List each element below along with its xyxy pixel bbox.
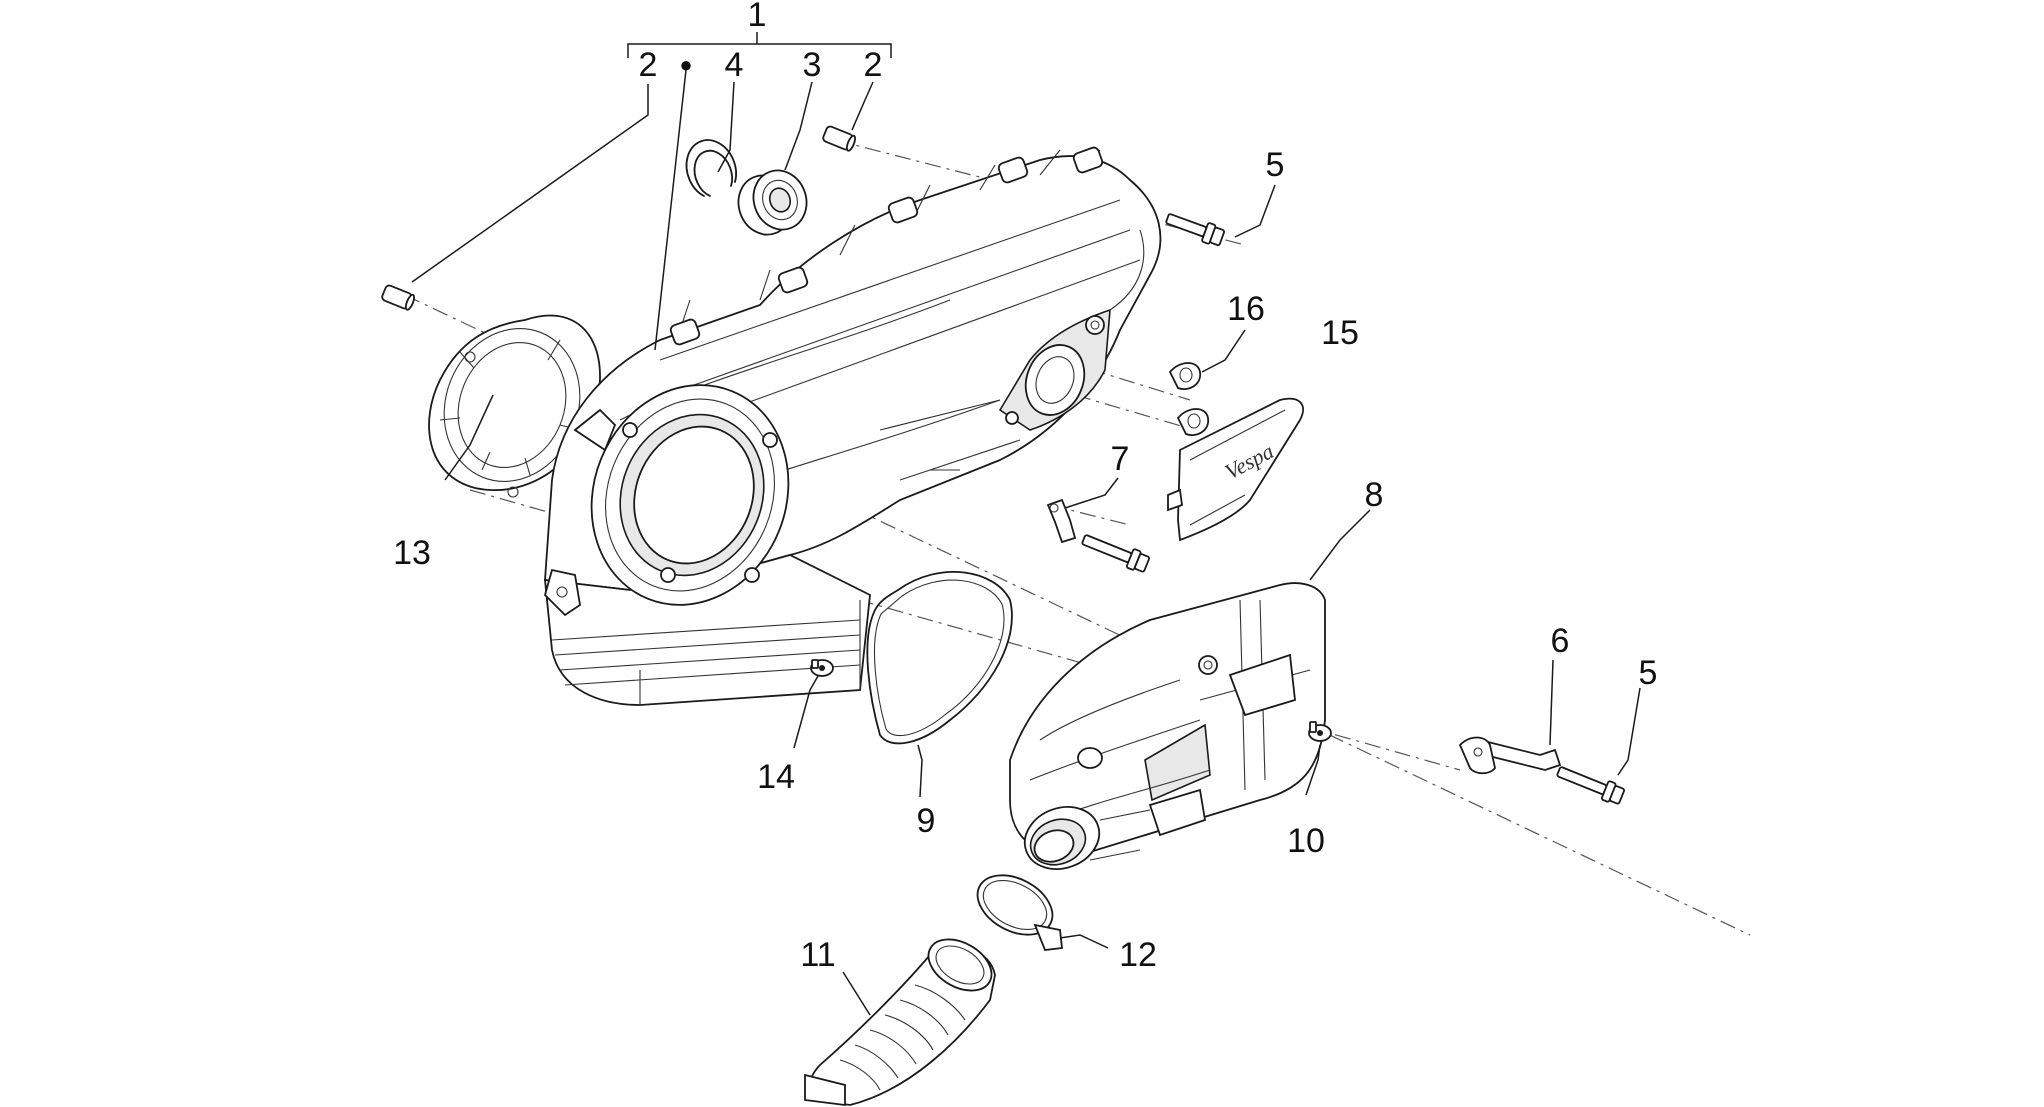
cover-screw — [1308, 721, 1332, 742]
dowel-pin-left — [381, 284, 415, 311]
callout-6: 6 — [1551, 622, 1570, 660]
small-bracket — [1046, 498, 1077, 544]
hose-clamp — [976, 874, 1063, 951]
crankcase-cover — [543, 146, 1162, 706]
bracket-bolt — [1081, 534, 1150, 573]
gasket — [866, 570, 1013, 745]
callout-16: 16 — [1227, 290, 1265, 328]
leader-lines — [411, 32, 1641, 1016]
callout-11: 11 — [800, 936, 835, 974]
intake-cover — [1009, 582, 1326, 870]
callout-15: 15 — [1321, 314, 1359, 352]
callout-4: 4 — [725, 46, 744, 84]
bearing — [737, 169, 808, 236]
callout-8: 8 — [1365, 476, 1384, 514]
grommet-lower — [1176, 408, 1209, 436]
callout-5-top: 5 — [1266, 146, 1285, 184]
grommet-upper — [1168, 362, 1201, 390]
callout-5-bottom: 5 — [1639, 654, 1658, 692]
callouts: 1 2 ● 4 3 2 5 16 15 7 8 13 14 9 10 6 5 1… — [393, 0, 1657, 974]
bolt-bottom — [1556, 766, 1625, 805]
callout-12: 12 — [1119, 936, 1157, 974]
callout-1: 1 — [748, 0, 767, 34]
screw-small — [810, 659, 834, 677]
callout-7: 7 — [1111, 440, 1130, 478]
callout-2-right: 2 — [864, 46, 883, 84]
callout-2-left: 2 — [639, 46, 658, 84]
callout-10: 10 — [1287, 822, 1325, 860]
callout-14: 14 — [757, 758, 795, 796]
bolt-top — [1165, 213, 1225, 247]
dowel-pin-top — [822, 125, 856, 152]
bellows-duct — [804, 938, 996, 1107]
callout-bullet: ● — [679, 52, 692, 77]
circlip — [685, 139, 737, 197]
callout-3: 3 — [803, 46, 822, 84]
clip — [1458, 736, 1562, 775]
callout-13: 13 — [393, 534, 431, 572]
callout-9: 9 — [917, 802, 936, 840]
